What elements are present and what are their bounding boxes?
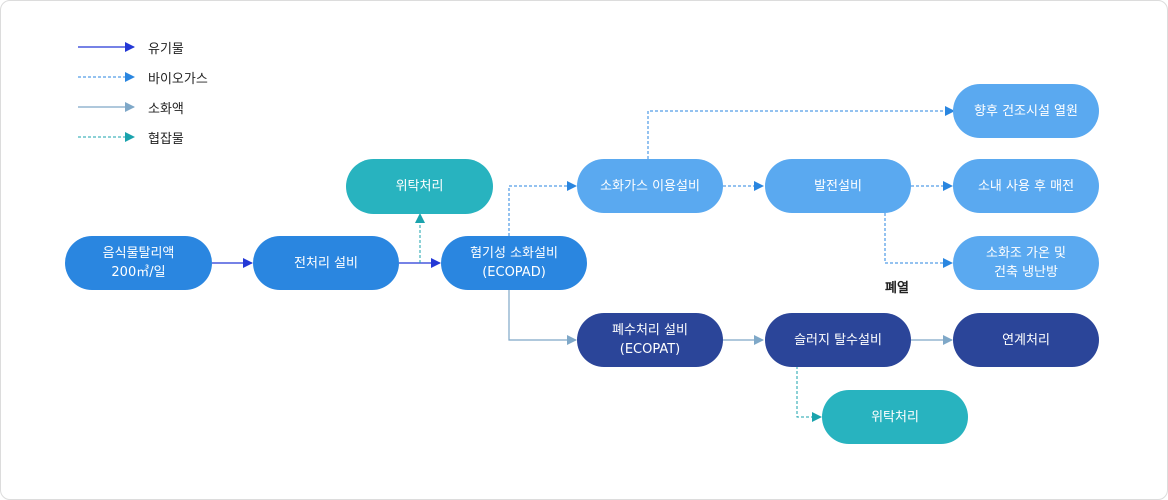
arrow-power-to-digester-heat — [884, 213, 953, 268]
node-power: 발전설비 — [765, 159, 911, 213]
node-pretreatment-label: 전처리 설비 — [294, 255, 358, 271]
waste-heat-label: 폐열 — [885, 281, 909, 296]
arrow-biogas-use-to-dryer — [647, 106, 955, 159]
node-linked: 연계처리 — [953, 313, 1099, 367]
node-outsource-top: 위탁처리 — [346, 159, 493, 214]
legend-mixed-label: 협잡물 — [148, 132, 184, 147]
legend-organic-label: 유기물 — [148, 42, 184, 57]
node-biogas-use: 소화가스 이용설비 — [577, 159, 723, 213]
node-sludge: 슬러지 탈수설비 — [765, 313, 911, 367]
node-sludge-label: 슬러지 탈수설비 — [794, 332, 882, 348]
node-ecopat-label: 폐수처리 설비 (ECOPAT) — [612, 323, 688, 357]
node-dryer-heat-label: 향후 건조시설 열원 — [974, 103, 1078, 119]
node-digester-heat: 소화조 가온 및 건축 냉난방 — [953, 236, 1099, 290]
node-outsource-bottom-label: 위탁처리 — [871, 409, 919, 425]
arrow-ecopad-to-biogas-use — [508, 181, 577, 236]
node-ecopad: 혐기성 소화설비 (ECOPAD) — [441, 236, 587, 290]
node-dryer-heat: 향후 건조시설 열원 — [953, 84, 1099, 138]
node-biogas-use-label: 소화가스 이용설비 — [600, 178, 700, 194]
node-digester-heat-label: 소화조 가온 및 건축 냉난방 — [985, 246, 1067, 280]
node-in-house: 소내 사용 후 매전 — [953, 159, 1099, 213]
arrow-ecopad-to-ecopat — [508, 290, 577, 345]
node-outsource-bottom: 위탁처리 — [822, 390, 968, 444]
legend-digestate-label: 소화액 — [148, 102, 184, 117]
node-power-label: 발전설비 — [814, 178, 862, 194]
node-ecopad-label: 혐기성 소화설비 (ECOPAD) — [470, 246, 558, 280]
node-in-house-label: 소내 사용 후 매전 — [977, 178, 1075, 194]
node-food-waste: 음식물탈리액 200㎥/일 — [65, 236, 212, 290]
node-pretreatment: 전처리 설비 — [253, 236, 399, 290]
legend-biogas-label: 바이오가스 — [148, 72, 208, 87]
node-ecopat: 폐수처리 설비 (ECOPAT) — [577, 313, 723, 367]
node-food-waste-label: 음식물탈리액 200㎥/일 — [102, 246, 175, 280]
node-linked-label: 연계처리 — [1002, 332, 1050, 348]
arrow-sludge-to-outsource — [796, 366, 822, 422]
node-outsource-top-label: 위탁처리 — [395, 179, 444, 194]
